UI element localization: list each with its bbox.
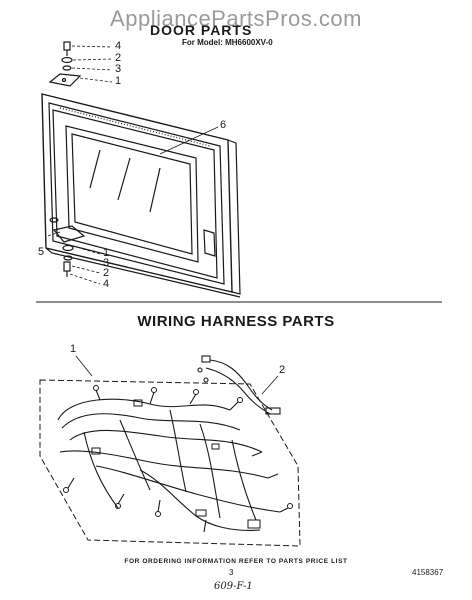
callout-top-4: 4 [115,40,122,52]
callout-harness-1: 1 [70,343,77,355]
handwritten-note: 609-F-1 [214,581,253,592]
part-number: 4158367 [412,568,444,577]
page-number: 3 [229,568,234,577]
callout-bottom-4: 4 [103,278,110,290]
callout-top-1: 1 [115,75,122,87]
wiring-harness-title: WIRING HARNESS PARTS [137,313,335,330]
callout-bottom-3: 3 [103,257,110,269]
door-assembly [41,93,241,298]
ordering-note: FOR ORDERING INFORMATION REFER TO PARTS … [124,558,348,565]
callout-left-5: 5 [38,246,45,258]
jumper-wire-harness [197,355,281,415]
bottom-hinge-hardware [49,217,86,277]
watermark-text: AppliancePartsPros.com [110,6,362,31]
callout-jumper-2: 2 [279,364,286,376]
callout-door-6: 6 [220,119,227,131]
harness-connectors [63,385,293,529]
callout-bottom-1: 1 [103,247,110,259]
door-parts-title: DOOR PARTS [150,22,253,38]
model-line: For Model: MH6600XV-0 [182,38,273,47]
callout-top-2: 2 [115,52,122,64]
callout-bottom-2: 2 [103,267,110,279]
callout-top-3: 3 [115,63,122,75]
main-wiring-harness [57,389,289,533]
top-hinge-hardware [48,41,82,87]
